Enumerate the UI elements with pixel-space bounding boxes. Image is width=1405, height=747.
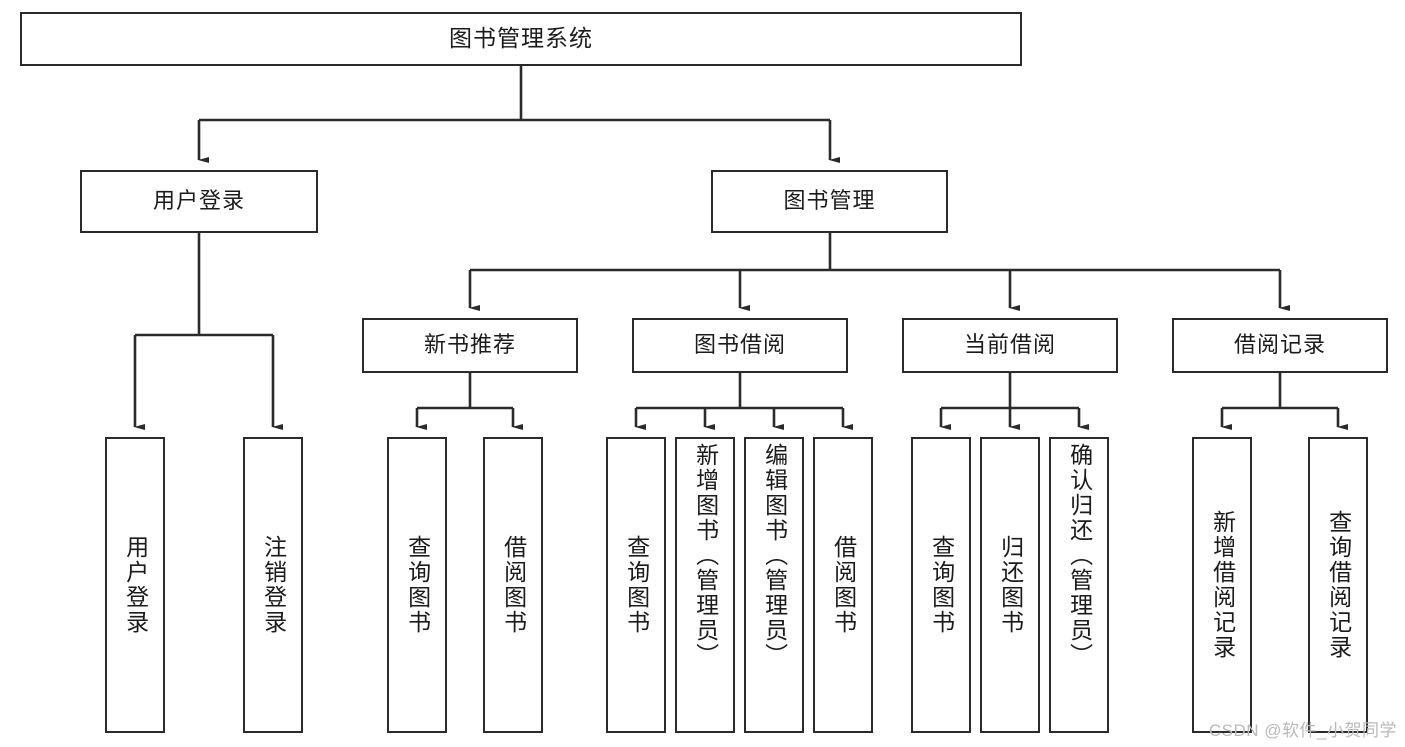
leaf-borrow-borrow-book[interactable]: 借阅图书 xyxy=(813,437,873,733)
node-book-management[interactable]: 图书管理 xyxy=(711,170,948,233)
csdn-watermark: CSDN @软件_小贺同学 xyxy=(1208,721,1397,740)
node-new-book-recommend[interactable]: 新书推荐 xyxy=(362,318,578,373)
leaf-current-query-book[interactable]: 查询图书 xyxy=(911,437,971,733)
leaf-user-login-logout[interactable]: 注销登录 xyxy=(243,437,303,733)
leaf-user-login-login[interactable]: 用户登录 xyxy=(105,437,165,733)
leaf-current-return-book[interactable]: 归还图书 xyxy=(980,437,1040,733)
leaf-new-book-borrow[interactable]: 借阅图书 xyxy=(483,437,543,733)
leaf-current-confirm-return-admin[interactable]: 确认归还（管理员） xyxy=(1049,437,1109,733)
node-book-borrow[interactable]: 图书借阅 xyxy=(632,318,848,373)
node-current-borrow[interactable]: 当前借阅 xyxy=(902,318,1118,373)
leaf-borrow-add-book-admin[interactable]: 新增图书（管理员） xyxy=(675,437,735,733)
node-borrow-record[interactable]: 借阅记录 xyxy=(1172,318,1388,373)
leaf-record-add-record[interactable]: 新增借阅记录 xyxy=(1192,437,1252,733)
leaf-borrow-query-book[interactable]: 查询图书 xyxy=(606,437,666,733)
leaf-new-book-query[interactable]: 查询图书 xyxy=(387,437,447,733)
node-root-book-management-system[interactable]: 图书管理系统 xyxy=(20,12,1022,66)
leaf-borrow-edit-book-admin[interactable]: 编辑图书（管理员） xyxy=(744,437,804,733)
node-user-login[interactable]: 用户登录 xyxy=(80,170,318,233)
leaf-record-query-record[interactable]: 查询借阅记录 xyxy=(1308,437,1368,733)
